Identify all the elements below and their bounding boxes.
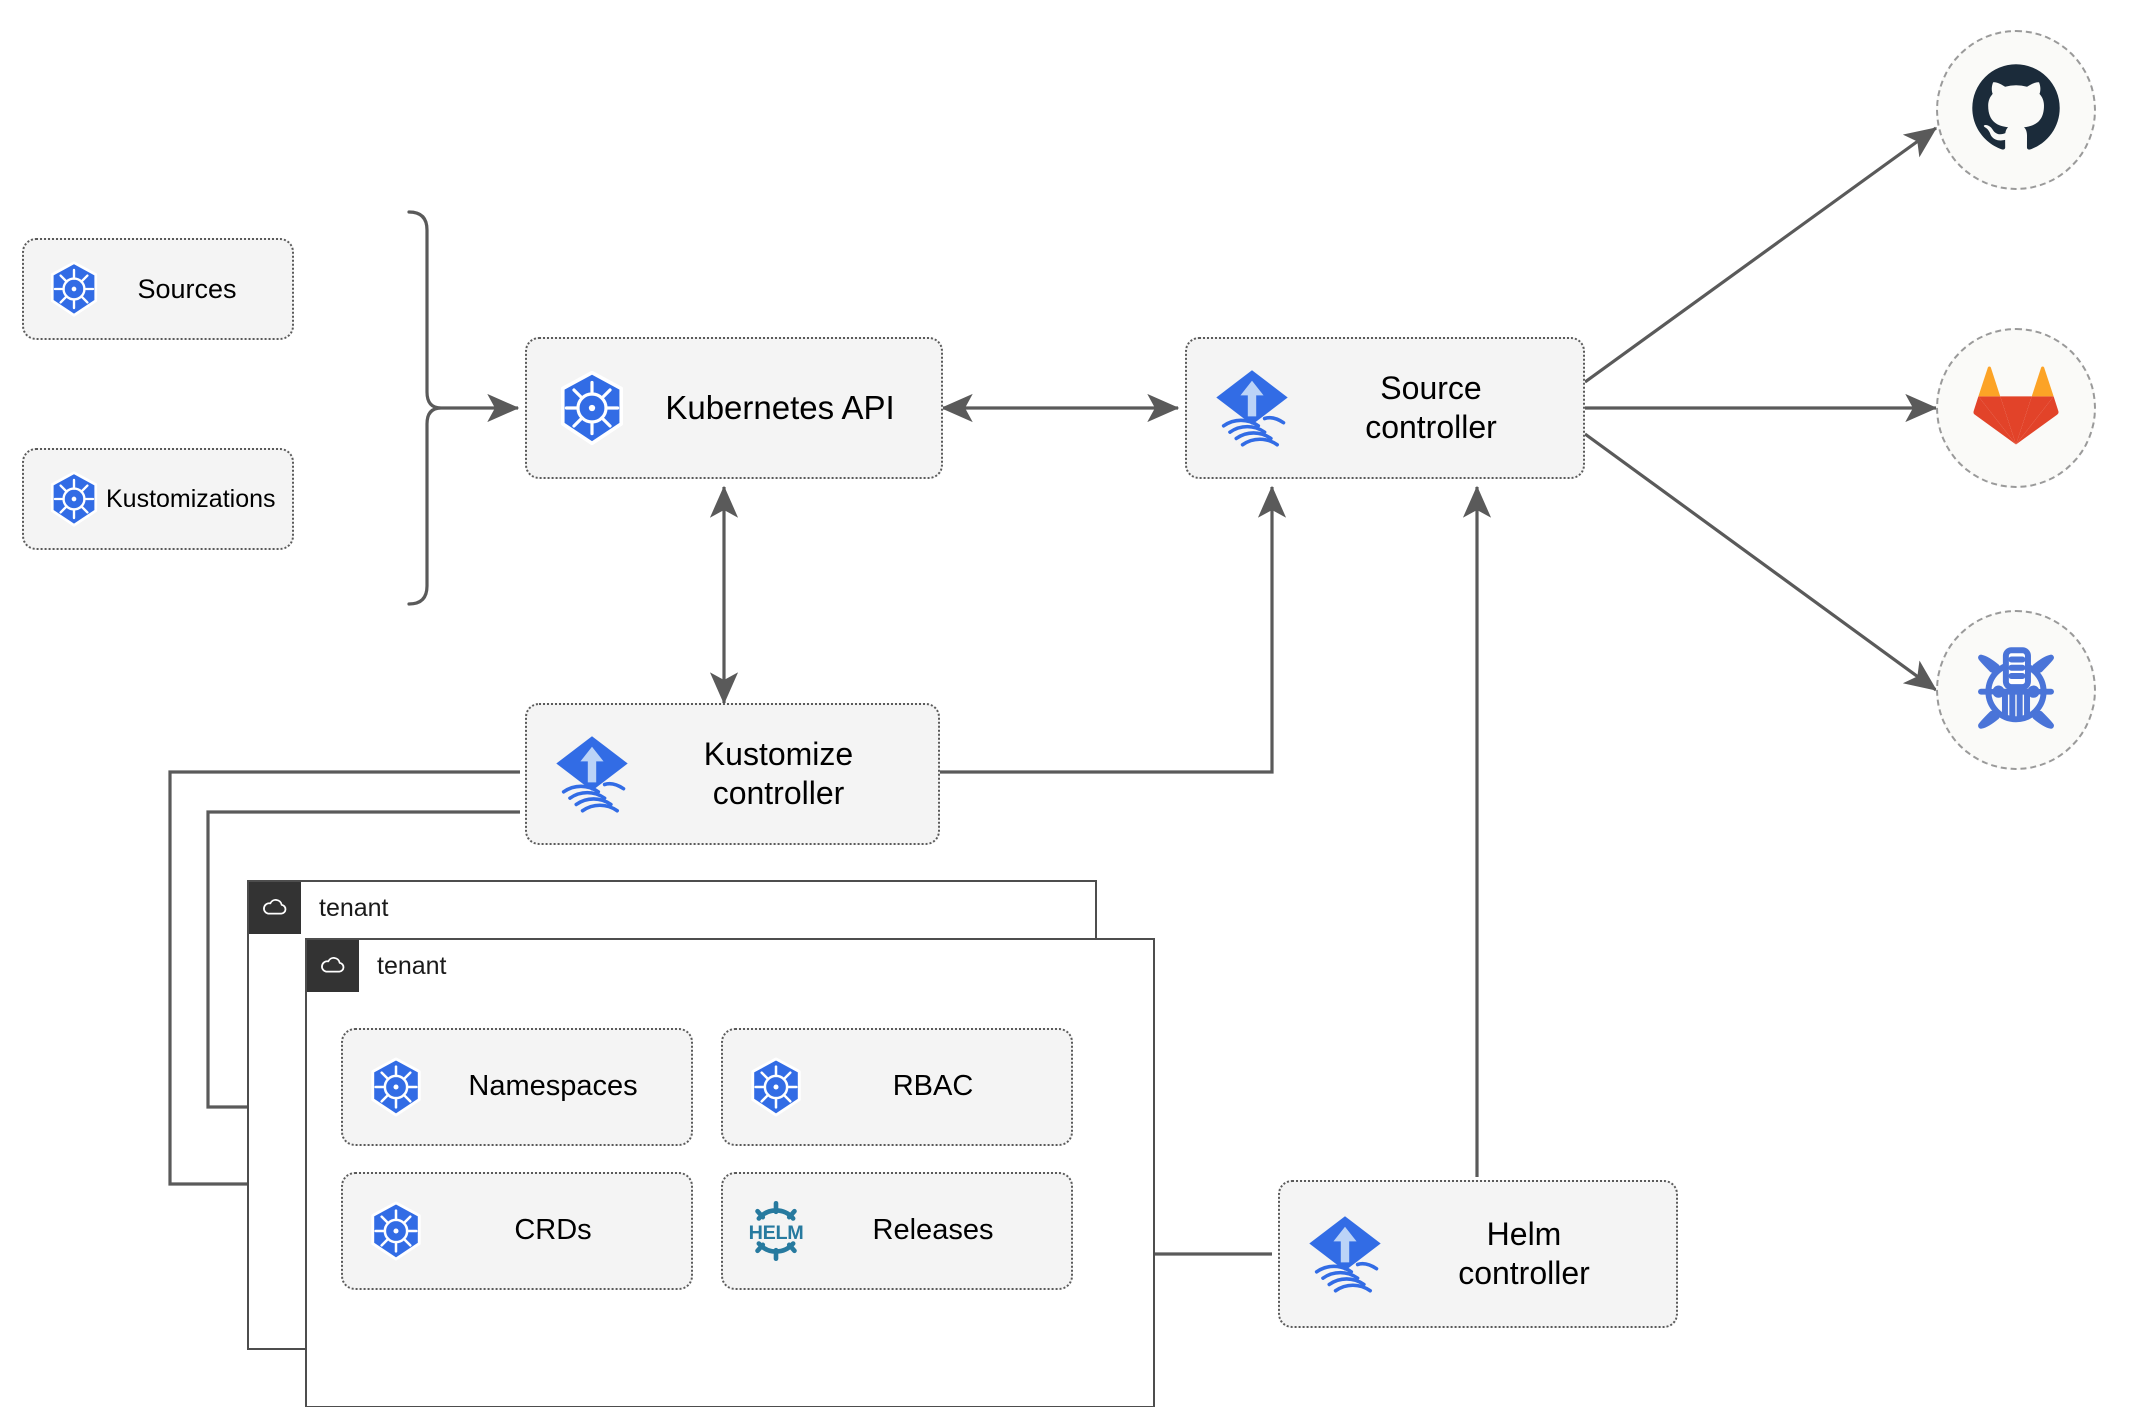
provider-helm-repository[interactable]	[1936, 610, 2096, 770]
tenant-header: tenant	[307, 940, 447, 992]
tenant-title: tenant	[377, 951, 447, 980]
node-kustomize-controller[interactable]: Kustomize controller	[525, 703, 940, 845]
helm-repository-icon	[1970, 642, 2062, 739]
node-label: Namespaces	[468, 1070, 638, 1103]
node-label: Kustomizations	[106, 484, 276, 513]
gitlab-icon	[1972, 364, 2060, 453]
tenant-title: tenant	[319, 893, 389, 922]
node-rbac[interactable]: RBAC	[721, 1028, 1073, 1146]
edge-kustomize-to-source	[940, 485, 1287, 774]
node-namespaces[interactable]: Namespaces	[341, 1028, 693, 1146]
helm-icon: HELM	[743, 1198, 809, 1264]
node-label: Kustomize controller	[703, 735, 854, 811]
tenant-body: Namespaces	[307, 992, 1153, 1406]
node-crds[interactable]: CRDs	[341, 1172, 693, 1290]
flux-icon	[549, 731, 635, 817]
kubernetes-icon	[42, 257, 106, 321]
kubernetes-icon	[42, 467, 106, 531]
node-label: Source controller	[1365, 369, 1497, 445]
tenant-resource-grid: Namespaces	[341, 1028, 1073, 1290]
node-source-controller[interactable]: Source controller	[1185, 337, 1585, 479]
flux-icon	[1209, 365, 1295, 451]
node-label: CRDs	[514, 1214, 592, 1247]
edge-source-github	[1584, 126, 1938, 384]
kubernetes-icon	[743, 1054, 809, 1120]
node-releases[interactable]: HELM Releases	[721, 1172, 1073, 1290]
sources-brace	[407, 210, 442, 606]
node-sources[interactable]: Sources	[22, 238, 294, 340]
provider-github[interactable]	[1936, 30, 2096, 190]
node-label: Helm controller	[1458, 1215, 1590, 1291]
node-label: RBAC	[892, 1070, 974, 1103]
cloud-icon	[249, 882, 301, 934]
tenant-panel-front[interactable]: tenant	[305, 938, 1155, 1407]
kubernetes-icon	[363, 1054, 429, 1120]
provider-gitlab[interactable]	[1936, 328, 2096, 488]
flux-icon	[1302, 1211, 1388, 1297]
node-helm-controller[interactable]: Helm controller	[1278, 1180, 1678, 1328]
node-label: Kubernetes API	[665, 388, 895, 426]
tenant-header: tenant	[249, 882, 389, 934]
node-kubernetes-api[interactable]: Kubernetes API	[525, 337, 943, 479]
node-kustomizations[interactable]: Kustomizations	[22, 448, 294, 550]
kubernetes-icon	[363, 1198, 429, 1264]
edge-source-helm-repo	[1584, 432, 1938, 692]
node-label: Sources	[137, 273, 237, 304]
node-label: Releases	[872, 1214, 994, 1247]
kubernetes-icon	[549, 365, 635, 451]
github-icon	[1970, 62, 2062, 159]
svg-text:HELM: HELM	[749, 1222, 804, 1244]
cloud-icon	[307, 940, 359, 992]
